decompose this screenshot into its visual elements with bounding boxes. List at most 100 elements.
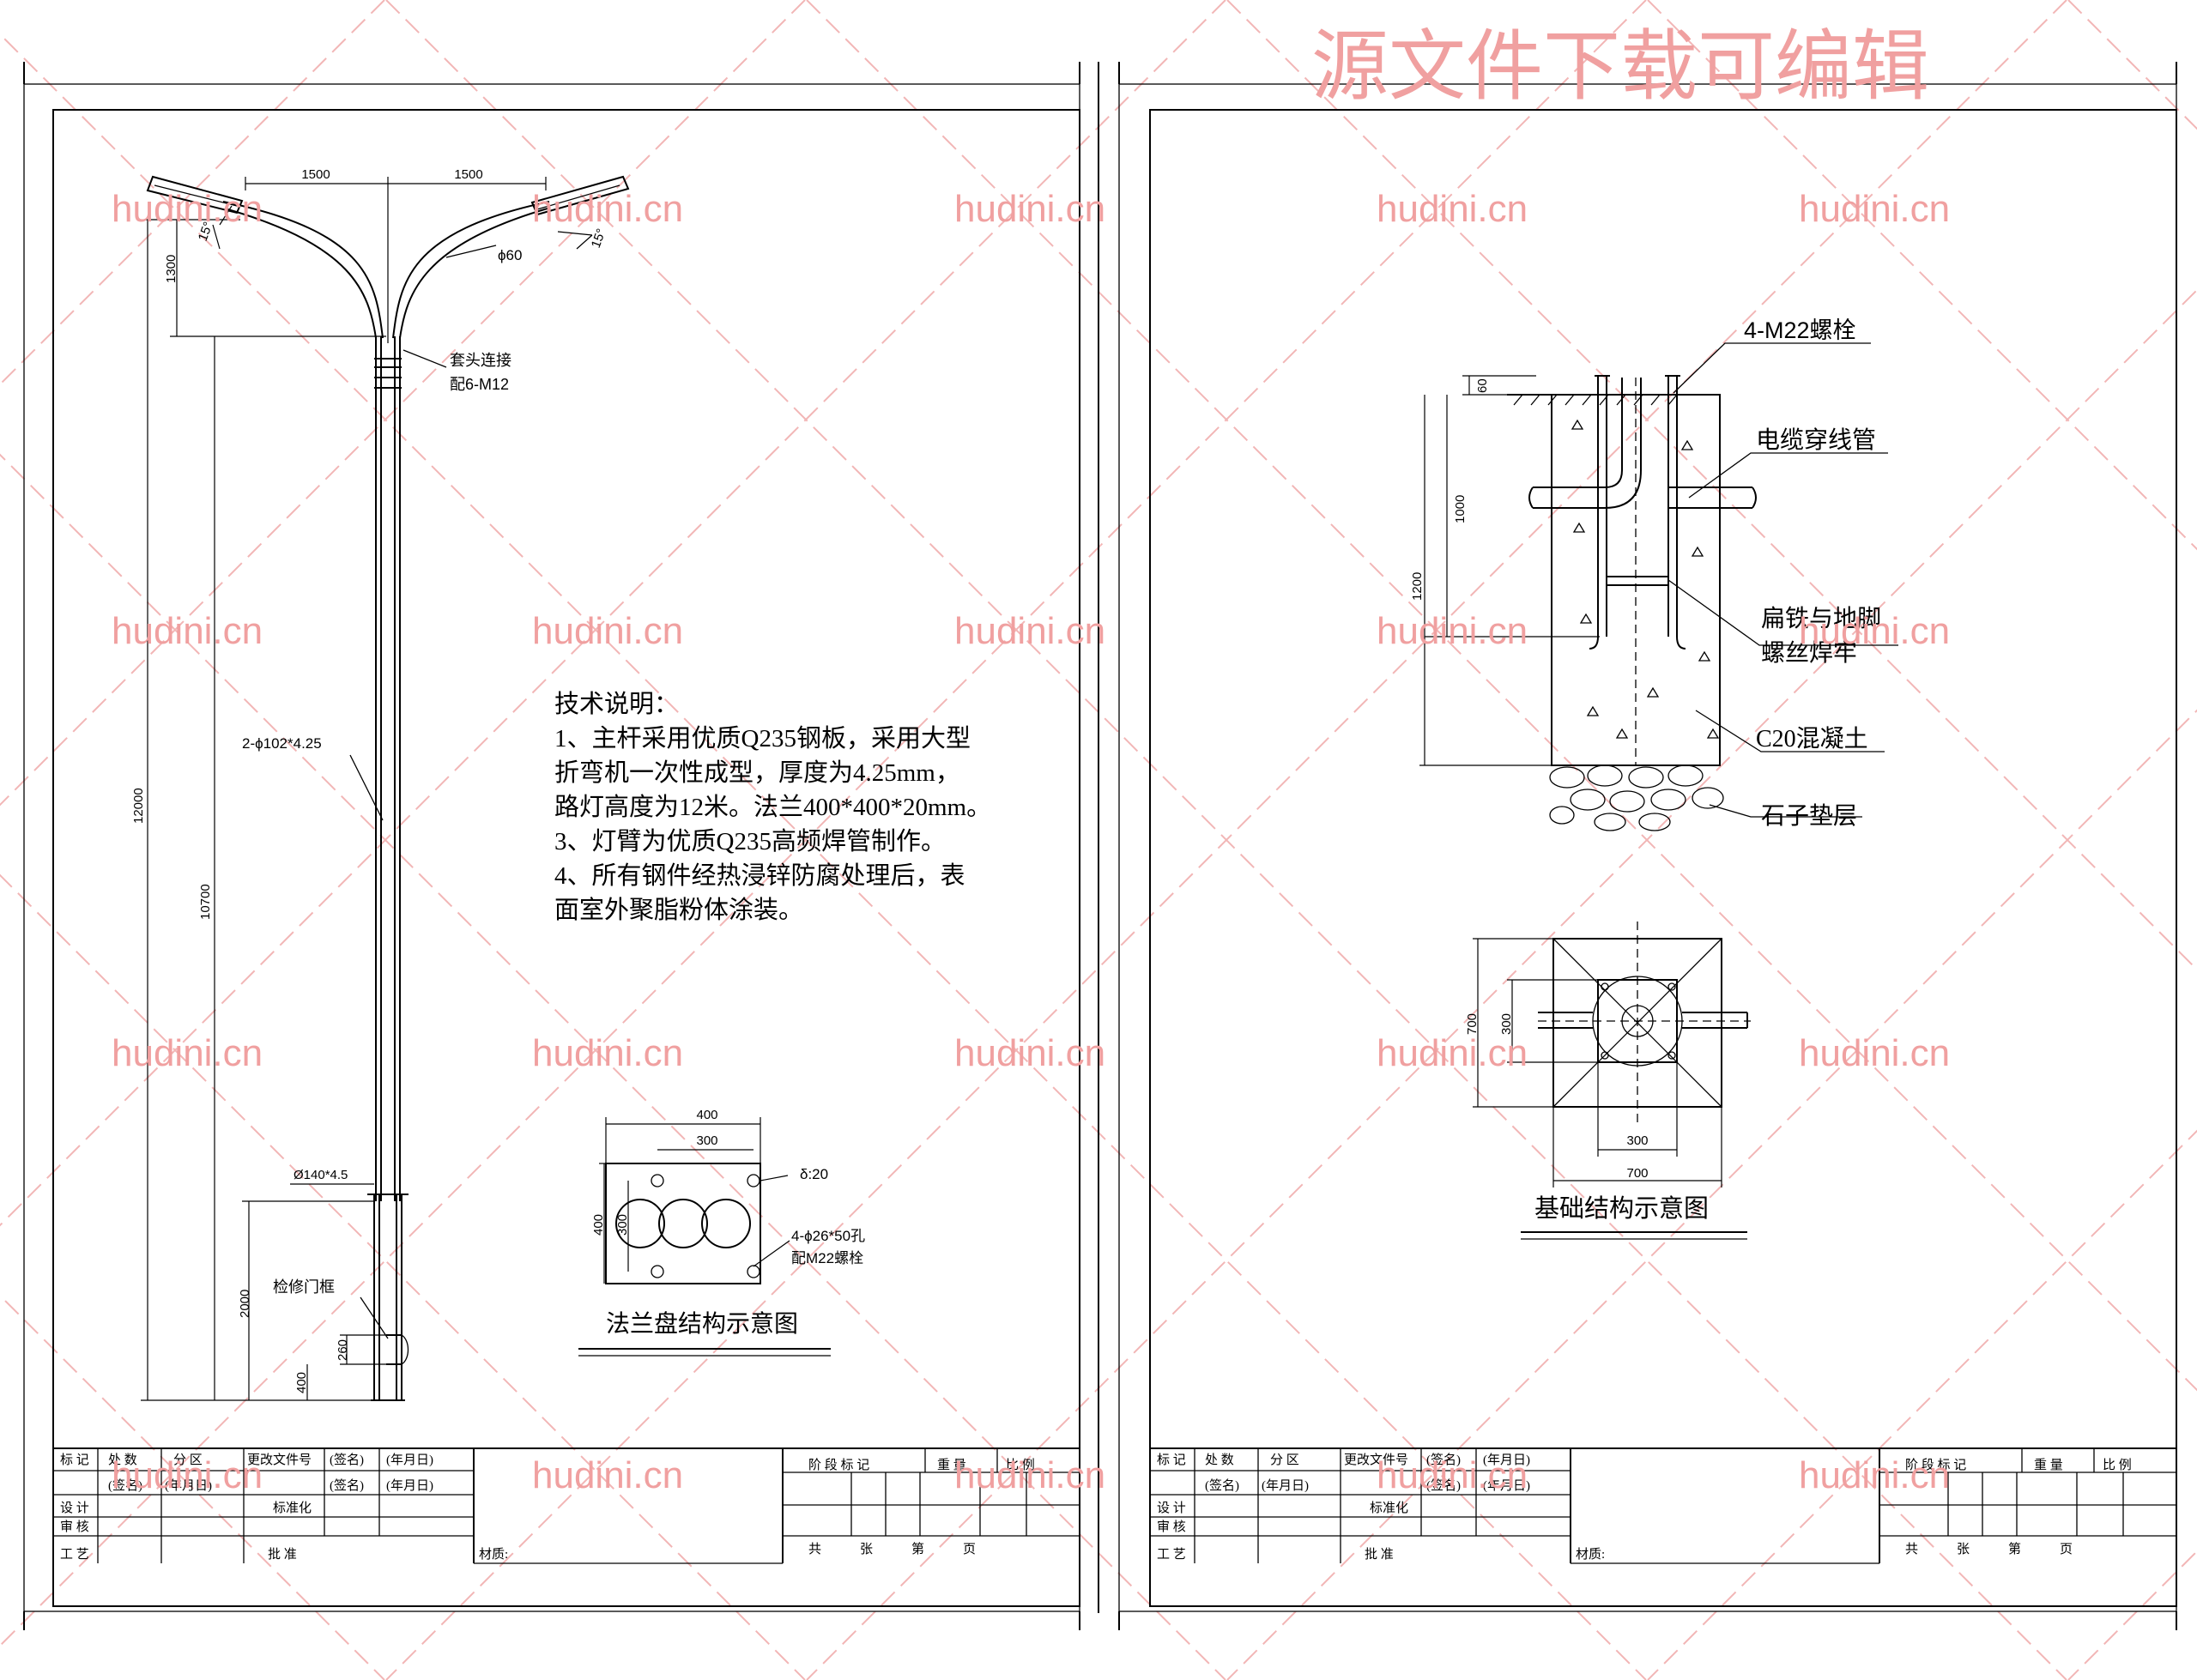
tb-date: (年月日) (1262, 1478, 1309, 1493)
watermark-site: hudini.cn (1799, 1032, 1950, 1074)
dim-plan-bolt-spacing: 300 (1499, 1013, 1514, 1035)
tb-review: 审 核 (1157, 1520, 1186, 1534)
label-anchor-bolts: 4-M22螺栓 (1744, 317, 1856, 343)
label-concrete: C20混凝土 (1756, 725, 1868, 752)
tb-weight: 重 量 (937, 1458, 966, 1472)
foundation-caption: 基础结构示意图 (1534, 1194, 1709, 1223)
watermark-line (0, 0, 1226, 1227)
tech-note-line: 折弯机一次性成型，厚度为4.25mm， (554, 758, 960, 787)
watermark-line (0, 0, 806, 807)
watermark-line (806, 288, 2197, 1680)
dim-arm-right: 1500 (454, 167, 482, 182)
flange-plate: 400 300 400 300 δ:20 4-ϕ26*50孔 配M22螺栓 法兰… (578, 1108, 865, 1357)
tb-sheets: 张 (860, 1542, 873, 1556)
watermark-line (2067, 0, 2197, 130)
watermark-line (0, 873, 806, 1680)
dim-plan-size-b: 700 (1626, 1166, 1648, 1181)
tb-scale: 比 例 (2103, 1458, 2132, 1472)
tb-design: 设 计 (1157, 1501, 1186, 1515)
tb-date: (年月日) (1483, 1478, 1530, 1493)
tb-sign: (签名) (108, 1478, 142, 1493)
tb-standardize: 标准化 (1370, 1501, 1408, 1515)
label-flange-thickness: δ:20 (800, 1166, 828, 1182)
tech-notes-heading: 技术说明： (554, 690, 679, 718)
tb-process: 工 艺 (1157, 1547, 1186, 1562)
tech-note-line: 4、所有钢件经热浸锌防腐处理后，表 (554, 861, 965, 890)
tb-review: 审 核 (60, 1520, 89, 1534)
tb-sign: (签名) (1426, 1453, 1461, 1467)
watermark-site: hudini.cn (954, 610, 1105, 652)
tb-date: (年月日) (1483, 1453, 1530, 1467)
watermark-line (1647, 1129, 2197, 1680)
foundation-section: 60 1000 1200 4-M22螺栓 电缆穿线管 扁铁与地脚 螺丝焊牢 C2… (1410, 317, 1898, 831)
foundation-plan: 700 300 300 700 基础结构示意图 (1465, 922, 1751, 1240)
dim-flange-bolt-spacing: 300 (696, 1133, 717, 1148)
label-joint-1: 套头连接 (450, 352, 511, 369)
tb-sign: (签名) (1426, 1478, 1461, 1493)
tb-stage-mark: 阶 段 标 记 (808, 1458, 869, 1472)
tb-sign: (签名) (330, 1453, 364, 1467)
dim-door-offset: 400 (294, 1372, 309, 1393)
label-door: 检修门框 (273, 1278, 335, 1296)
tech-note-line: 3、灯臂为优质Q235高频焊管制作。 (554, 827, 946, 855)
tb-page: 页 (2060, 1543, 2073, 1556)
pole-drawing (146, 175, 630, 1401)
watermark-site: hudini.cn (1377, 1454, 1528, 1496)
tb-page: 页 (963, 1543, 976, 1556)
dim-arm-left: 1500 (301, 167, 330, 182)
tb-sheet-no: 第 (2008, 1541, 2021, 1556)
tb-count: 处 数 (108, 1453, 137, 1467)
watermark-line (2067, 1550, 2197, 1680)
watermark-site: hudini.cn (1799, 1454, 1950, 1496)
label-lower-section: Ø140*4.5 (294, 1168, 348, 1182)
watermark-site: hudini.cn (112, 1032, 263, 1074)
title-block-right: 标 记处 数分 区更改文件号(签名)(年月日)设 计(签名)(年月日)标准化(签… (1150, 1447, 2176, 1564)
watermark-site: hudini.cn (1799, 188, 1950, 230)
tb-zone: 分 区 (173, 1453, 203, 1467)
dim-door-height: 260 (336, 1339, 350, 1361)
dim-flange-height: 400 (591, 1214, 606, 1236)
tech-notes: 技术说明： 1、主杆采用优质Q235钢板，采用大型 折弯机一次性成型，厚度为4.… (554, 690, 991, 924)
dim-foundation-depth: 1200 (1410, 572, 1425, 601)
tb-change-doc: 更改文件号 (1344, 1453, 1408, 1467)
sheet-borders (23, 62, 2177, 1630)
watermark-line (0, 1294, 385, 1680)
tb-mark: 标 记 (60, 1453, 89, 1467)
watermark-site: hudini.cn (532, 188, 683, 230)
tech-note-line: 路灯高度为12米。法兰400*400*20mm。 (554, 793, 991, 821)
tech-note-line: 面室外聚脂粉体涂装。 (554, 896, 803, 924)
watermark-site: hudini.cn (1377, 610, 1528, 652)
tb-sign: (签名) (1205, 1478, 1239, 1493)
tb-material: 材质: (1576, 1547, 1605, 1562)
watermark-site: hudini.cn (954, 188, 1105, 230)
tb-date: (年月日) (386, 1453, 433, 1467)
tb-date: (年月日) (386, 1478, 433, 1493)
tb-sign: (签名) (330, 1478, 364, 1493)
watermark-line (1226, 0, 2197, 971)
tb-material: 材质: (479, 1547, 508, 1562)
tb-weight: 重 量 (2034, 1458, 2063, 1472)
label-flange-holes-1: 4-ϕ26*50孔 (791, 1228, 865, 1244)
flange-caption: 法兰盘结构示意图 (606, 1310, 798, 1338)
watermark-site: hudini.cn (1377, 1032, 1528, 1074)
watermark-line (1647, 0, 2197, 551)
tb-scale: 比 例 (1006, 1458, 1035, 1472)
tb-sheet-no: 第 (911, 1541, 924, 1556)
tb-total: 共 (1905, 1542, 1918, 1556)
dim-lower-height: 2000 (238, 1290, 252, 1318)
dim-flange-bolt-spacing-v: 300 (615, 1214, 630, 1236)
watermark-site: hudini.cn (532, 1032, 683, 1074)
concrete-speckle (1571, 419, 1720, 739)
watermark-site: hudini.cn (112, 188, 263, 230)
label-upper-section: 2-ϕ102*4.25 (242, 735, 322, 752)
label-arm-pipe: ϕ60 (498, 247, 522, 263)
tb-zone: 分 区 (1270, 1453, 1299, 1467)
watermark-site: hudini.cn (954, 1032, 1105, 1074)
label-joint-2: 配6-M12 (450, 376, 509, 393)
dim-flange-width: 400 (696, 1108, 717, 1122)
gravel-layer (1549, 764, 1724, 831)
label-gravel: 石子垫层 (1761, 802, 1857, 830)
tech-note-line: 1、主杆采用优质Q235钢板，采用大型 (554, 724, 971, 752)
